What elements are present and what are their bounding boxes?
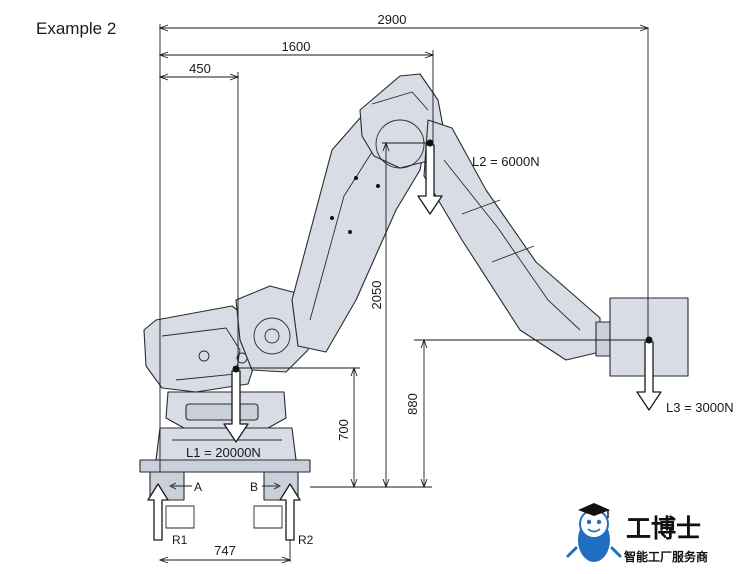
dimension-base-offset: 450: [189, 61, 211, 76]
mascot-icon: [566, 503, 622, 562]
dimension-joint-reach: 1600: [282, 39, 311, 54]
point-b: B: [250, 480, 258, 494]
dimension-total-reach: 2900: [378, 12, 407, 27]
foundation-supports: A R1 B R2: [147, 471, 314, 547]
logo-tagline: 智能工厂服务商: [623, 549, 708, 564]
dimension-height-base: 700: [336, 419, 351, 441]
dimension-height-tool: 880: [405, 393, 420, 415]
point-a: A: [194, 480, 202, 494]
reaction-arrow-r2: [279, 483, 301, 541]
example-title: Example 2: [36, 19, 116, 38]
load-arrow-l2: [417, 144, 443, 215]
dimension-base-width: 747: [214, 543, 236, 558]
dimension-lines: 2900 1600 450 2050 880 700 747: [158, 12, 650, 564]
load-arrow-l1: [223, 370, 249, 443]
logo-name: 工博士: [626, 514, 701, 543]
load-label-l2: L2 = 6000N: [472, 154, 540, 169]
load-arrow-l3: [636, 341, 662, 411]
brand-logo: 工博士 智能工厂服务商: [566, 503, 708, 564]
load-label-l3: L3 = 3000N: [666, 400, 734, 415]
reaction-arrow-r1: [147, 483, 169, 541]
load-label-l1: L1 = 20000N: [186, 445, 261, 460]
robot-illustration: [139, 73, 689, 473]
reaction-label-r2: R2: [298, 533, 314, 547]
load-arrows: L2 = 6000N L3 = 3000N L1 = 20000N: [186, 139, 734, 460]
reaction-label-r1: R1: [172, 533, 188, 547]
dimension-height-upper: 2050: [369, 281, 384, 310]
